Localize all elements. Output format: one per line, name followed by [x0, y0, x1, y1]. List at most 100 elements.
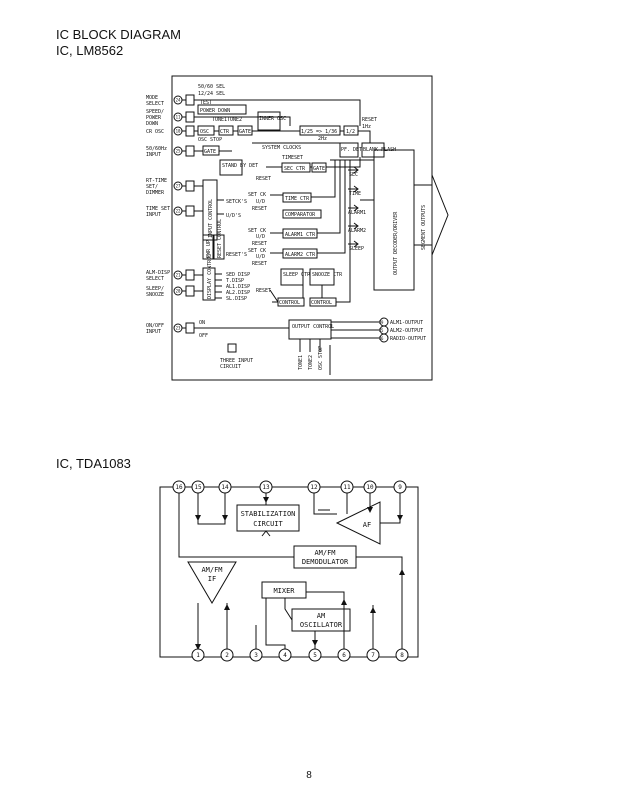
- label-reset-2: RESET: [252, 241, 267, 247]
- pf-det-block: [339, 142, 359, 158]
- left-label-hz-1: INPUT: [146, 152, 161, 158]
- reset-control-block: [213, 234, 225, 260]
- label-power-down: POWER DOWN: [200, 108, 230, 114]
- label-test: TEST: [200, 100, 212, 106]
- display-control-block: [202, 267, 216, 301]
- label-set-ck-1: SET CK: [248, 192, 266, 198]
- left-label-speed-0: SPEED/: [146, 109, 164, 115]
- label-t-disp: T.DISP: [226, 278, 244, 284]
- left-label-rtime-0: RT-TIME: [146, 178, 167, 184]
- label-sel-50-60: 50/60 SEL: [198, 84, 225, 90]
- rtime-buffer: [185, 180, 195, 192]
- left-label-alm-0: ALM-DISP: [146, 270, 170, 276]
- left-label-onoff-1: INPUT: [146, 329, 161, 335]
- stabilization-block: [236, 504, 300, 532]
- label-radio-output: RADIO-OUTPUT: [390, 336, 426, 342]
- left-pin-alm: 21: [176, 273, 181, 278]
- tda-pin-6: 6: [342, 652, 346, 659]
- lm8562-frame: [171, 75, 433, 381]
- label-sec: SEC: [349, 172, 358, 178]
- left-label-alm-1: SELECT: [146, 276, 164, 282]
- tda-pin-1: 1: [196, 652, 200, 659]
- label-alm2-output: ALM2-OUTPUT: [390, 328, 423, 334]
- crosc-buffer: [185, 125, 195, 137]
- sleep-ctr-block: [280, 268, 304, 286]
- tda1083-diagram: [159, 480, 419, 662]
- mixer-block: [261, 581, 307, 599]
- label-al2-disp: AL2.DISP: [226, 290, 250, 296]
- label-time: TIME: [349, 191, 361, 197]
- label-div25: 1/25 => 1/36: [301, 129, 337, 135]
- label-gate-3: GATE: [313, 166, 325, 172]
- tda-pin-7: 7: [371, 652, 375, 659]
- label-reset-4: RESET: [256, 288, 271, 294]
- label-set-ck-3: SET CK: [248, 248, 266, 254]
- label-1hz: 1Hz: [362, 124, 371, 130]
- label-amfm-if-1: AM/FM: [201, 566, 222, 574]
- label-control-1: CONTROL: [279, 300, 300, 306]
- label-timeset: TIMESET: [282, 155, 303, 161]
- left-label-crosc-0: CR OSC: [146, 129, 164, 135]
- timeset-buffer: [185, 205, 195, 217]
- tda1083-heading: IC, TDA1083: [56, 456, 131, 471]
- amfm-if-triangle: [187, 561, 237, 604]
- label-osc: OSC: [200, 129, 209, 135]
- lm8562-heading: IC, LM8562: [56, 43, 124, 58]
- label-tone2: TONE2: [227, 117, 242, 123]
- pwr-up-block: [202, 234, 214, 260]
- label-oscillator: OSCILLATOR: [300, 621, 343, 629]
- label-input-control: INPUT CONTROL: [208, 199, 214, 238]
- label-tone1: TONE1: [212, 117, 227, 123]
- label-ud-2: U/D: [256, 234, 265, 240]
- label-bottom-osc-stop: OSC STOP: [318, 346, 324, 370]
- label-reset-top: RESET: [362, 117, 377, 123]
- comparator-block: [282, 209, 322, 219]
- label-gate-2: GATE: [204, 149, 216, 155]
- input-control-block: [202, 179, 218, 241]
- tda-pin-15: 15: [194, 484, 202, 491]
- tda-pin-10: 10: [366, 484, 374, 491]
- label-sl-disp: SL.DISP: [226, 296, 247, 302]
- label-circuit: CIRCUIT: [253, 520, 283, 528]
- tda1083-top-pins: [172, 480, 407, 494]
- left-label-speed-2: DOWN: [146, 121, 158, 127]
- label-am: AM: [317, 612, 325, 620]
- speed-buffer: [185, 111, 195, 123]
- label-ud-3: U/D: [256, 254, 265, 260]
- label-stabilization: STABILIZATION: [241, 510, 296, 518]
- left-pin-speed: 11: [176, 115, 181, 120]
- label-sed-disp: SED DISP: [226, 272, 250, 278]
- label-sleep: SLEEP: [349, 246, 364, 252]
- label-segment-outputs: SEGMENT OUTPUTS: [421, 205, 427, 250]
- label-mixer: MIXER: [273, 587, 295, 595]
- pin-16: 16: [379, 336, 384, 341]
- left-pin-mode: 24: [176, 98, 181, 103]
- label-div2: 1/2: [346, 129, 355, 135]
- sleep-buffer: [185, 285, 195, 297]
- power-down-block: [197, 104, 247, 115]
- segment-outputs-arrow: [414, 174, 449, 256]
- label-demod-1: AM/FM: [314, 549, 335, 557]
- label-snooze-ctr: SNOOZE CTR: [312, 272, 343, 278]
- label-pf-det: PF. DET: [341, 147, 362, 153]
- left-label-timeset-0: TIME SET: [146, 206, 170, 212]
- label-output-control: OUTPUT CONTROL: [292, 324, 334, 330]
- tda-pin-8: 8: [400, 652, 404, 659]
- mode-select-buffer: [185, 94, 195, 106]
- inner-osc-block: [257, 111, 281, 131]
- label-comparator: COMPARATOR: [285, 212, 316, 218]
- label-amfm-if-2: IF: [208, 575, 216, 583]
- stand-by-det-block: [219, 159, 243, 176]
- tda-pin-11: 11: [343, 484, 351, 491]
- label-ud-1: U/D: [256, 199, 265, 205]
- label-alarm2: ALARM2: [348, 228, 366, 234]
- page-number: 8: [306, 770, 312, 781]
- left-pin-sleep: 20: [176, 289, 181, 294]
- label-sec-ctr: SEC CTR: [284, 166, 306, 172]
- label-alarm1: ALARM1: [348, 210, 366, 216]
- af-amplifier-triangle: [335, 501, 381, 545]
- output-arrows: [348, 166, 359, 248]
- left-label-rtime-1: SET/: [146, 184, 158, 190]
